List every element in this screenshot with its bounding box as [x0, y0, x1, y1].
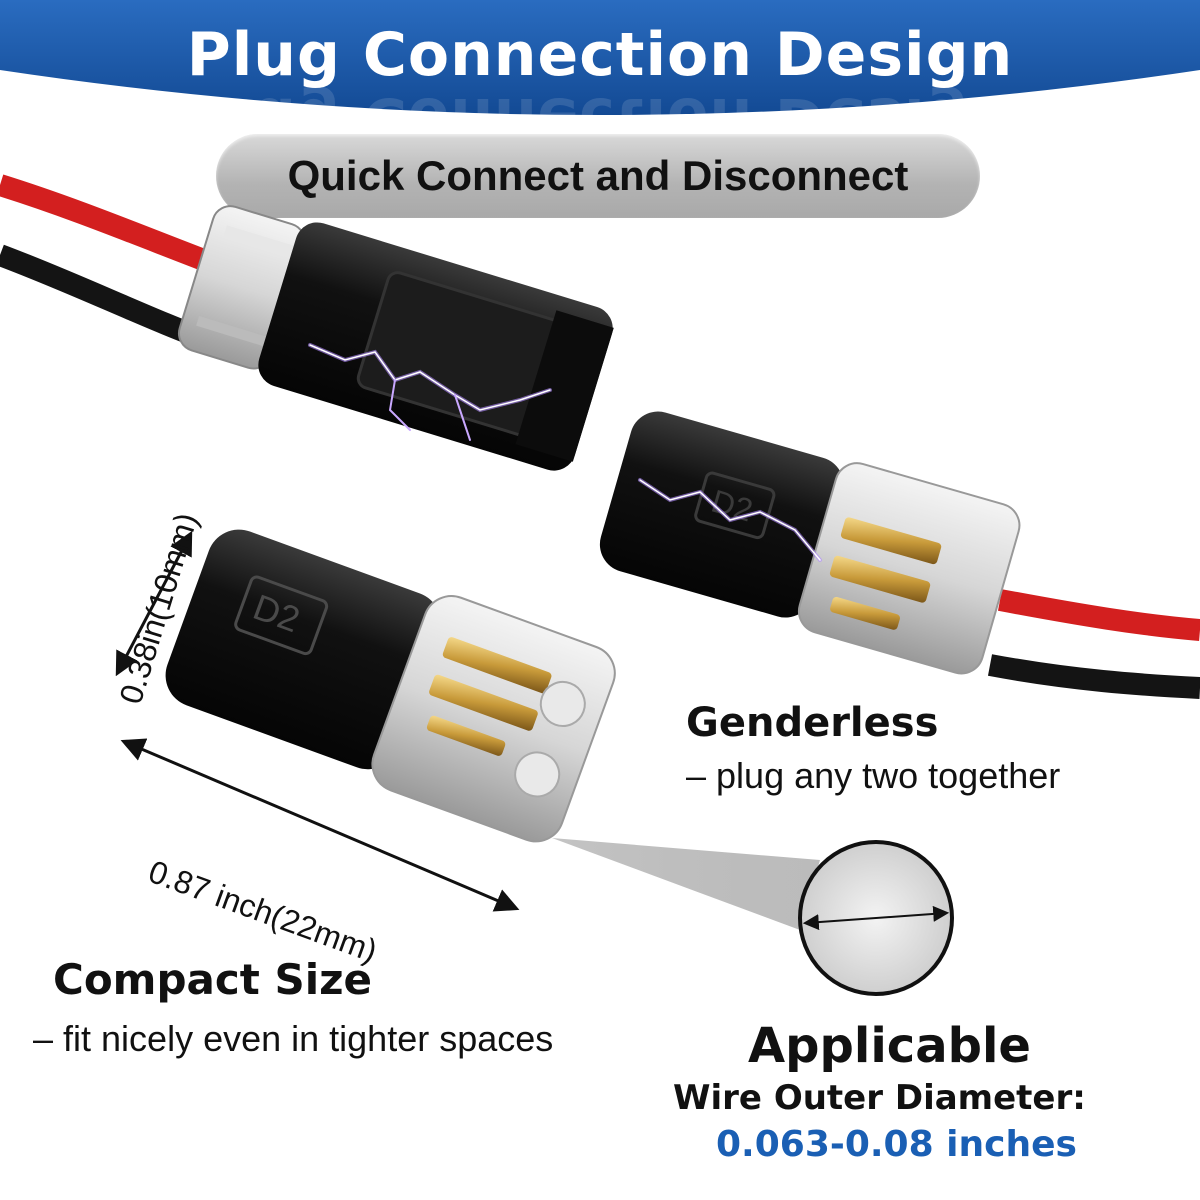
lightning-spark-icon-right	[638, 478, 822, 562]
lightning-spark-icon	[308, 343, 552, 441]
compact-title: Compact Size	[53, 955, 373, 1004]
subtitle-pill: Quick Connect and Disconnect	[216, 134, 980, 218]
compact-desc: – fit nicely even in tighter spaces	[33, 1018, 554, 1059]
subtitle-text: Quick Connect and Disconnect	[287, 152, 909, 199]
genderless-desc: – plug any two together	[686, 755, 1061, 796]
genderless-title: Genderless	[686, 700, 939, 746]
wire-diameter-title: Wire Outer Diameter:	[673, 1078, 1086, 1118]
header-banner: Plug Connection Design Plug Connection D…	[0, 0, 1200, 154]
front-connector: D2	[165, 529, 616, 843]
wire-diameter-value: 0.063-0.08 inches	[716, 1124, 1077, 1165]
wire-cross-section-circle-icon	[798, 840, 954, 996]
right-connector-wires	[987, 589, 1200, 699]
callout-cone	[552, 838, 820, 930]
left-connector	[177, 205, 614, 471]
right-connector: D2	[599, 411, 1021, 675]
applicable-title: Applicable	[748, 1018, 1031, 1074]
banner-background	[0, 0, 1200, 115]
dimension-arrow-icon	[115, 530, 520, 912]
page-title: Plug Connection Design	[186, 20, 1014, 90]
